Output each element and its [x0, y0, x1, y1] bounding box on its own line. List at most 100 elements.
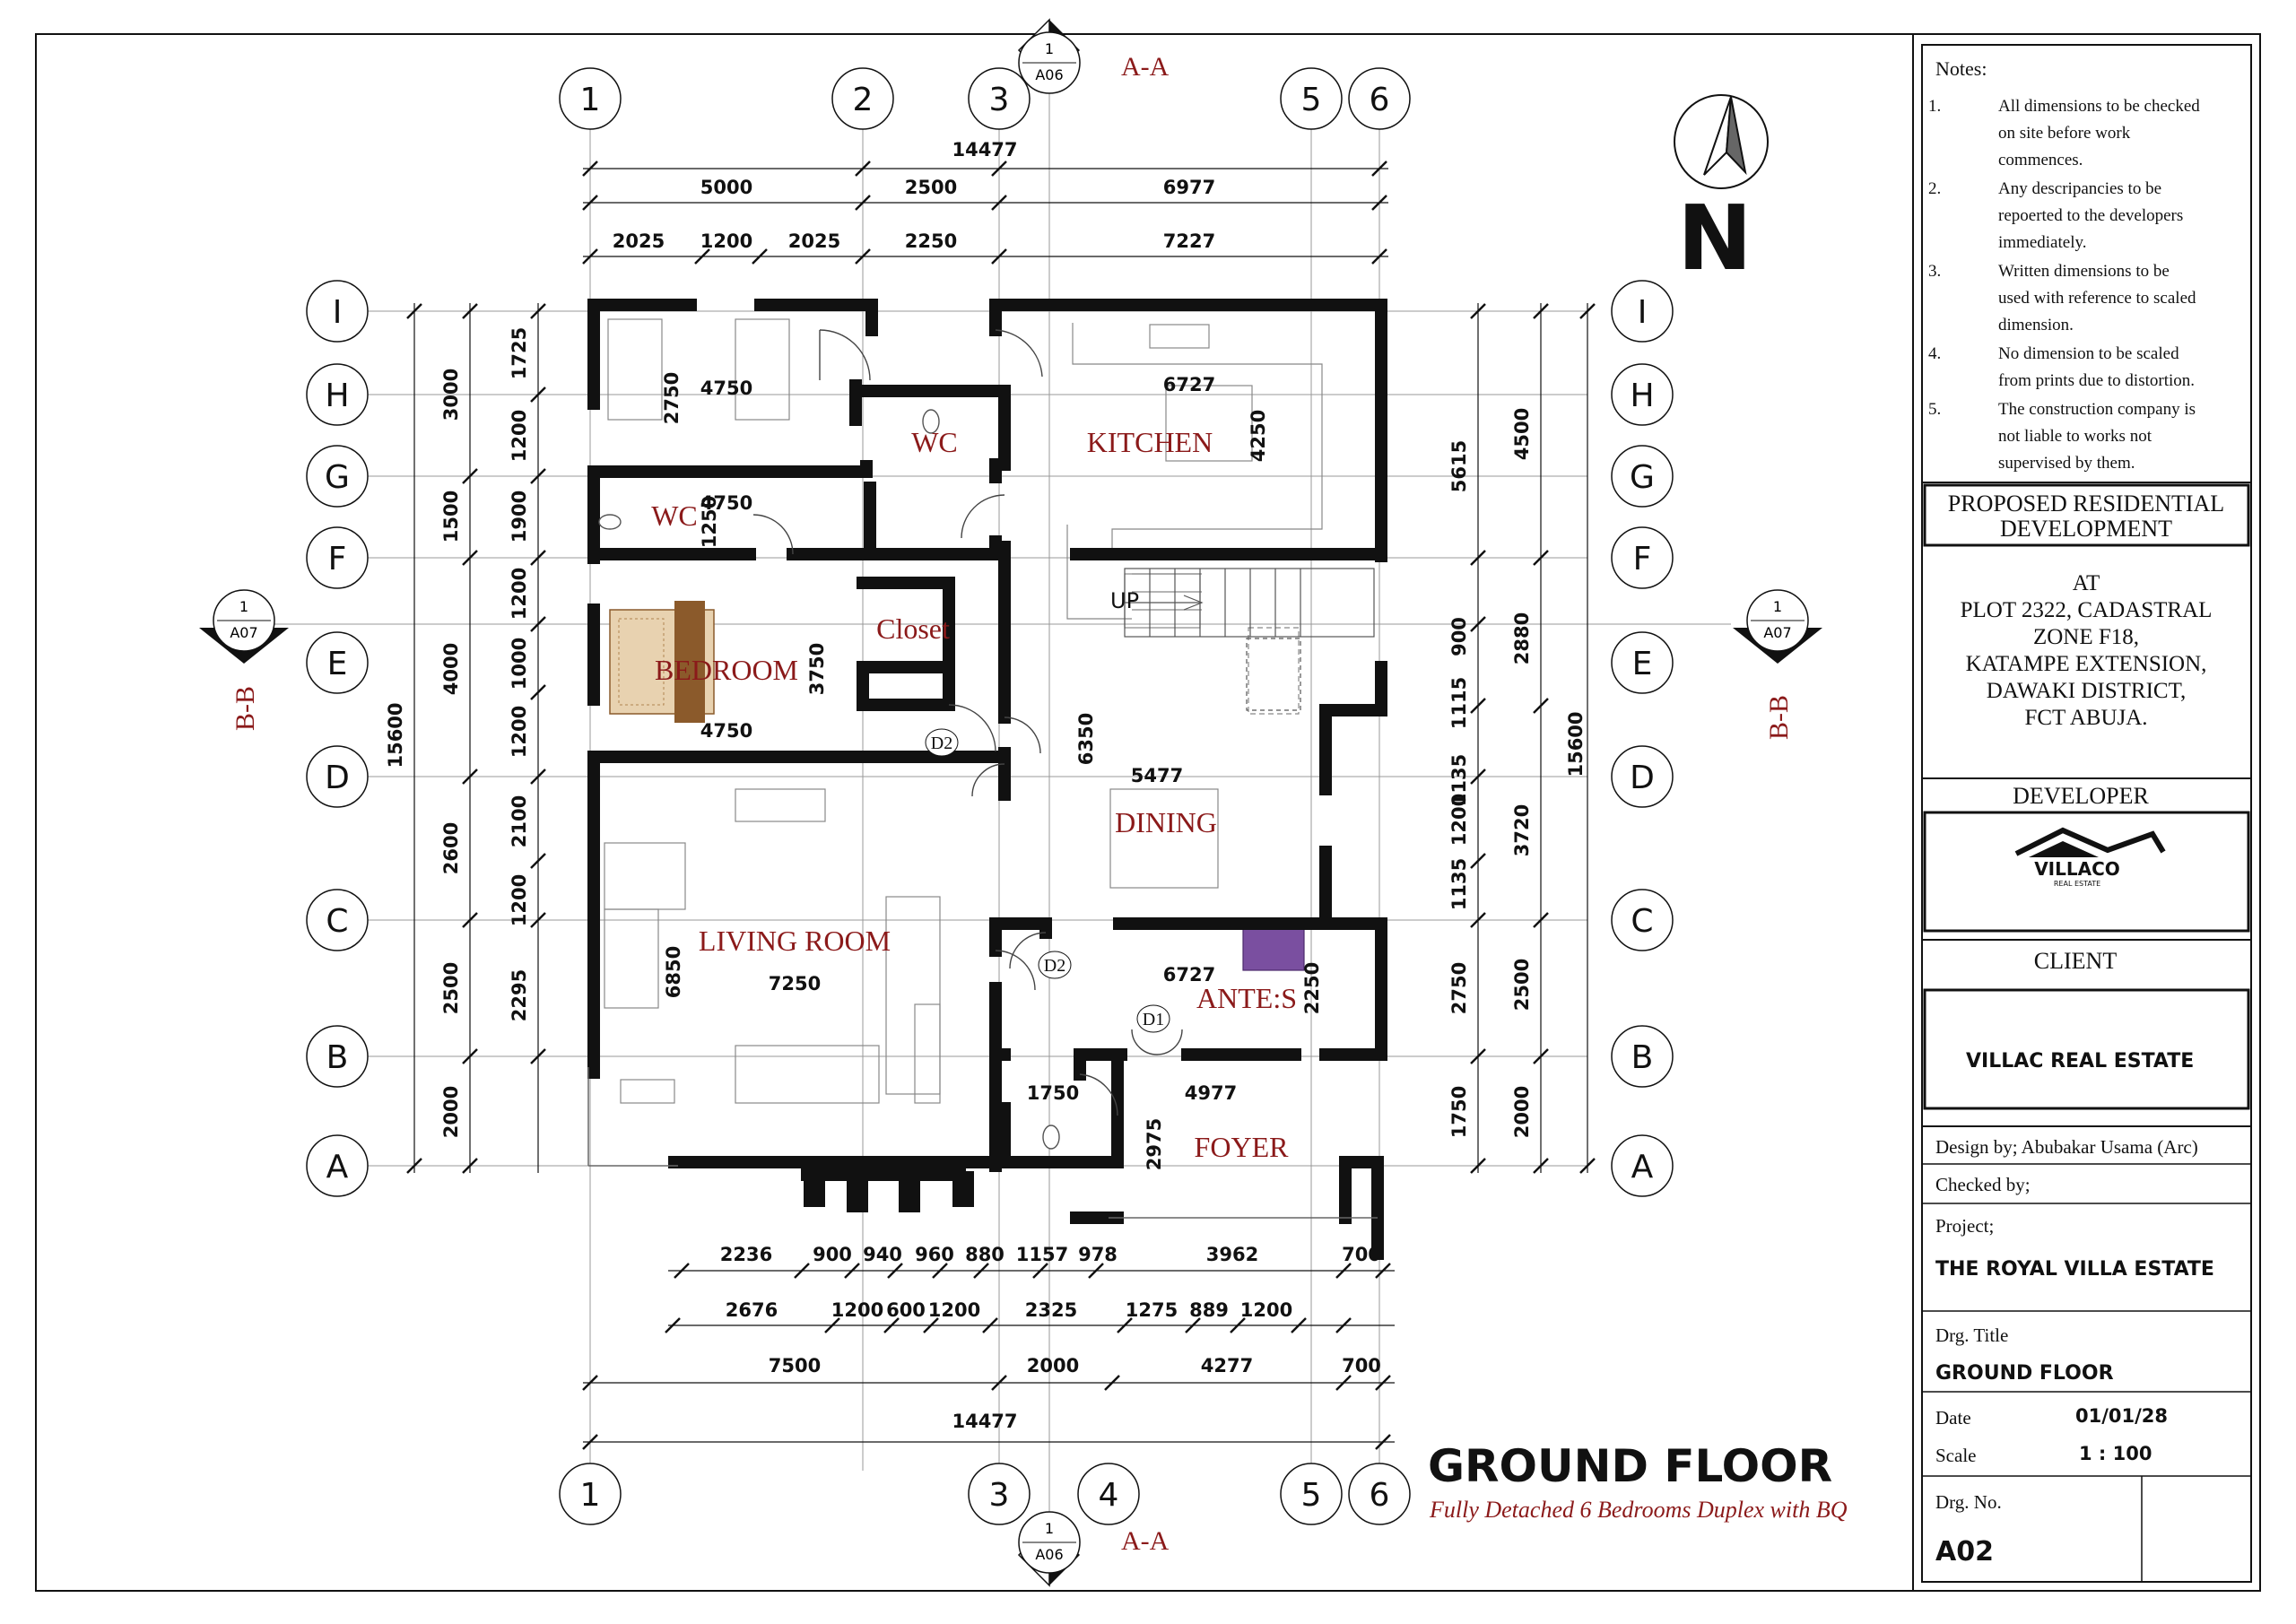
dim-label: 5615 [1448, 440, 1470, 492]
dim-label: 1750 [1027, 1082, 1079, 1104]
dim-label: 3750 [806, 643, 828, 695]
room-label-kitchen: KITCHEN [1087, 426, 1213, 458]
dim-label: 1157 [1016, 1244, 1068, 1265]
dim-label: 6350 [1075, 713, 1097, 765]
door-tags: D2 D2 D1 [925, 728, 1170, 1033]
location-line: DAWAKI DISTRICT, [1987, 679, 2187, 703]
dim-label: 1200 [509, 874, 530, 926]
dim-label: 2295 [509, 969, 530, 1021]
section-marker-num: 1 [1045, 40, 1054, 57]
note-line: supervised by them. [1998, 454, 2135, 473]
dim-label: 5477 [1131, 765, 1183, 786]
section-marker-top: 1 A06 A-A [1017, 18, 1170, 94]
grid-row-label: F [1633, 541, 1652, 578]
dim-label: 2600 [440, 822, 462, 874]
note-line: not liable to works not [1998, 427, 2152, 446]
dim-label: 900 [813, 1244, 852, 1265]
grid-row-label: E [1632, 646, 1653, 682]
dim-label: 4750 [700, 492, 752, 514]
project-heading-line: PROPOSED RESIDENTIAL [1948, 491, 2224, 517]
dim-label: 889 [1189, 1299, 1229, 1321]
dim-label: 1200 [700, 230, 752, 252]
note-line: dimension. [1998, 316, 2074, 334]
dim-label: 2975 [1144, 1118, 1165, 1170]
wc-fixtures [598, 409, 1060, 1150]
dim-label: 6727 [1163, 374, 1215, 395]
dim-label: 2000 [1027, 1355, 1079, 1376]
note-number: 2. [1928, 179, 1941, 198]
grid-row-label: A [326, 1149, 349, 1185]
grid-row-label: D [325, 760, 350, 796]
door-tag: D2 [1044, 956, 1065, 976]
dim-label: 960 [915, 1244, 954, 1265]
grid-row-label: B [326, 1039, 349, 1076]
room-label-antes: ANTE:S [1196, 982, 1297, 1014]
dim-label: 1115 [1448, 677, 1470, 729]
grid-row-label: G [1630, 459, 1655, 496]
note-line: used with reference to scaled [1998, 289, 2196, 308]
date-label: Date [1935, 1407, 1971, 1429]
dim-label: 7500 [769, 1355, 821, 1376]
dim-label: 1200 [509, 706, 530, 758]
dim-overall-left: 15600 [385, 702, 406, 768]
door-tag: D2 [931, 734, 952, 753]
grid-bubbles-left: I H G F E D C B A [306, 280, 369, 1197]
dim-label: 880 [965, 1244, 1004, 1265]
section-label: B-B [230, 686, 260, 731]
room-label-wc: WC [911, 426, 958, 458]
note-line: immediately. [1998, 233, 2087, 252]
dim-label: 2880 [1511, 612, 1533, 664]
note-line: The construction company is [1998, 400, 2196, 419]
grid-row-label: A [1631, 1149, 1654, 1185]
grid-row-label: H [1630, 378, 1654, 414]
location-line: PLOT 2322, CADASTRAL [1961, 598, 2213, 622]
grid-bubbles-right: I H G F E D C B A [1611, 280, 1674, 1197]
north-arrow-icon: N [1674, 94, 1769, 291]
project-name: THE ROYAL VILLA ESTATE [1935, 1258, 2214, 1281]
section-marker-right: 1 A07 B-B [1733, 589, 1822, 740]
section-marker-left: 1 A07 B-B [199, 589, 289, 731]
note-line: on site before work [1998, 124, 2131, 143]
grid-col-label: 2 [853, 82, 874, 118]
outline-thin [587, 1067, 1378, 1219]
dim-label: 1750 [1448, 1086, 1470, 1138]
section-marker-sheet: A07 [230, 624, 257, 641]
developer-logo: VILLACO REAL ESTATE [2014, 827, 2166, 888]
sheet-border [35, 33, 2261, 1592]
dim-label: 900 [1448, 617, 1470, 656]
dim-label: 4500 [1511, 408, 1533, 460]
dim-label: 5000 [700, 177, 752, 198]
dim-label: 1135 [1448, 754, 1470, 806]
scale-label: Scale [1935, 1445, 1976, 1466]
doors [752, 329, 1183, 1116]
notes-label: Notes: [1935, 57, 1987, 80]
project-heading-line: DEVELOPMENT [2000, 516, 2172, 542]
client-label: CLIENT [2034, 948, 2118, 974]
drawing-title: GROUND FLOOR [1428, 1440, 1832, 1492]
dim-label: 1250 [699, 496, 720, 548]
drawing-number: A02 [1935, 1536, 1994, 1568]
dim-label: 1725 [509, 327, 530, 379]
grid-col-label: 6 [1370, 1477, 1390, 1514]
dim-label: 2325 [1025, 1299, 1077, 1321]
dim-label: 2750 [661, 372, 683, 424]
developer-logo-text: VILLACO [2034, 858, 2120, 880]
grid-col-label: 1 [580, 82, 601, 118]
dim-label: 1200 [928, 1299, 980, 1321]
dim-label: 6727 [1163, 964, 1215, 986]
title-block: Notes: 1. All dimensions to be checked o… [1921, 44, 2252, 1583]
dim-label: 4000 [440, 643, 462, 695]
furniture [604, 318, 1323, 1104]
note-line: commences. [1998, 151, 2083, 169]
grid-row-label: D [1630, 760, 1655, 796]
grid-col-label: 3 [989, 1477, 1010, 1514]
dim-label: 2025 [788, 230, 840, 252]
grid-row-label: E [327, 646, 348, 682]
developer-logo-subtext: REAL ESTATE [2054, 880, 2100, 888]
dim-label: 4750 [700, 720, 752, 742]
note-line: No dimension to be scaled [1998, 344, 2179, 363]
location-line: KATAMPE EXTENSION, [1966, 652, 2207, 676]
dim-label: 600 [886, 1299, 926, 1321]
note-line: Written dimensions to be [1998, 262, 2170, 281]
section-label: B-B [1764, 695, 1794, 740]
